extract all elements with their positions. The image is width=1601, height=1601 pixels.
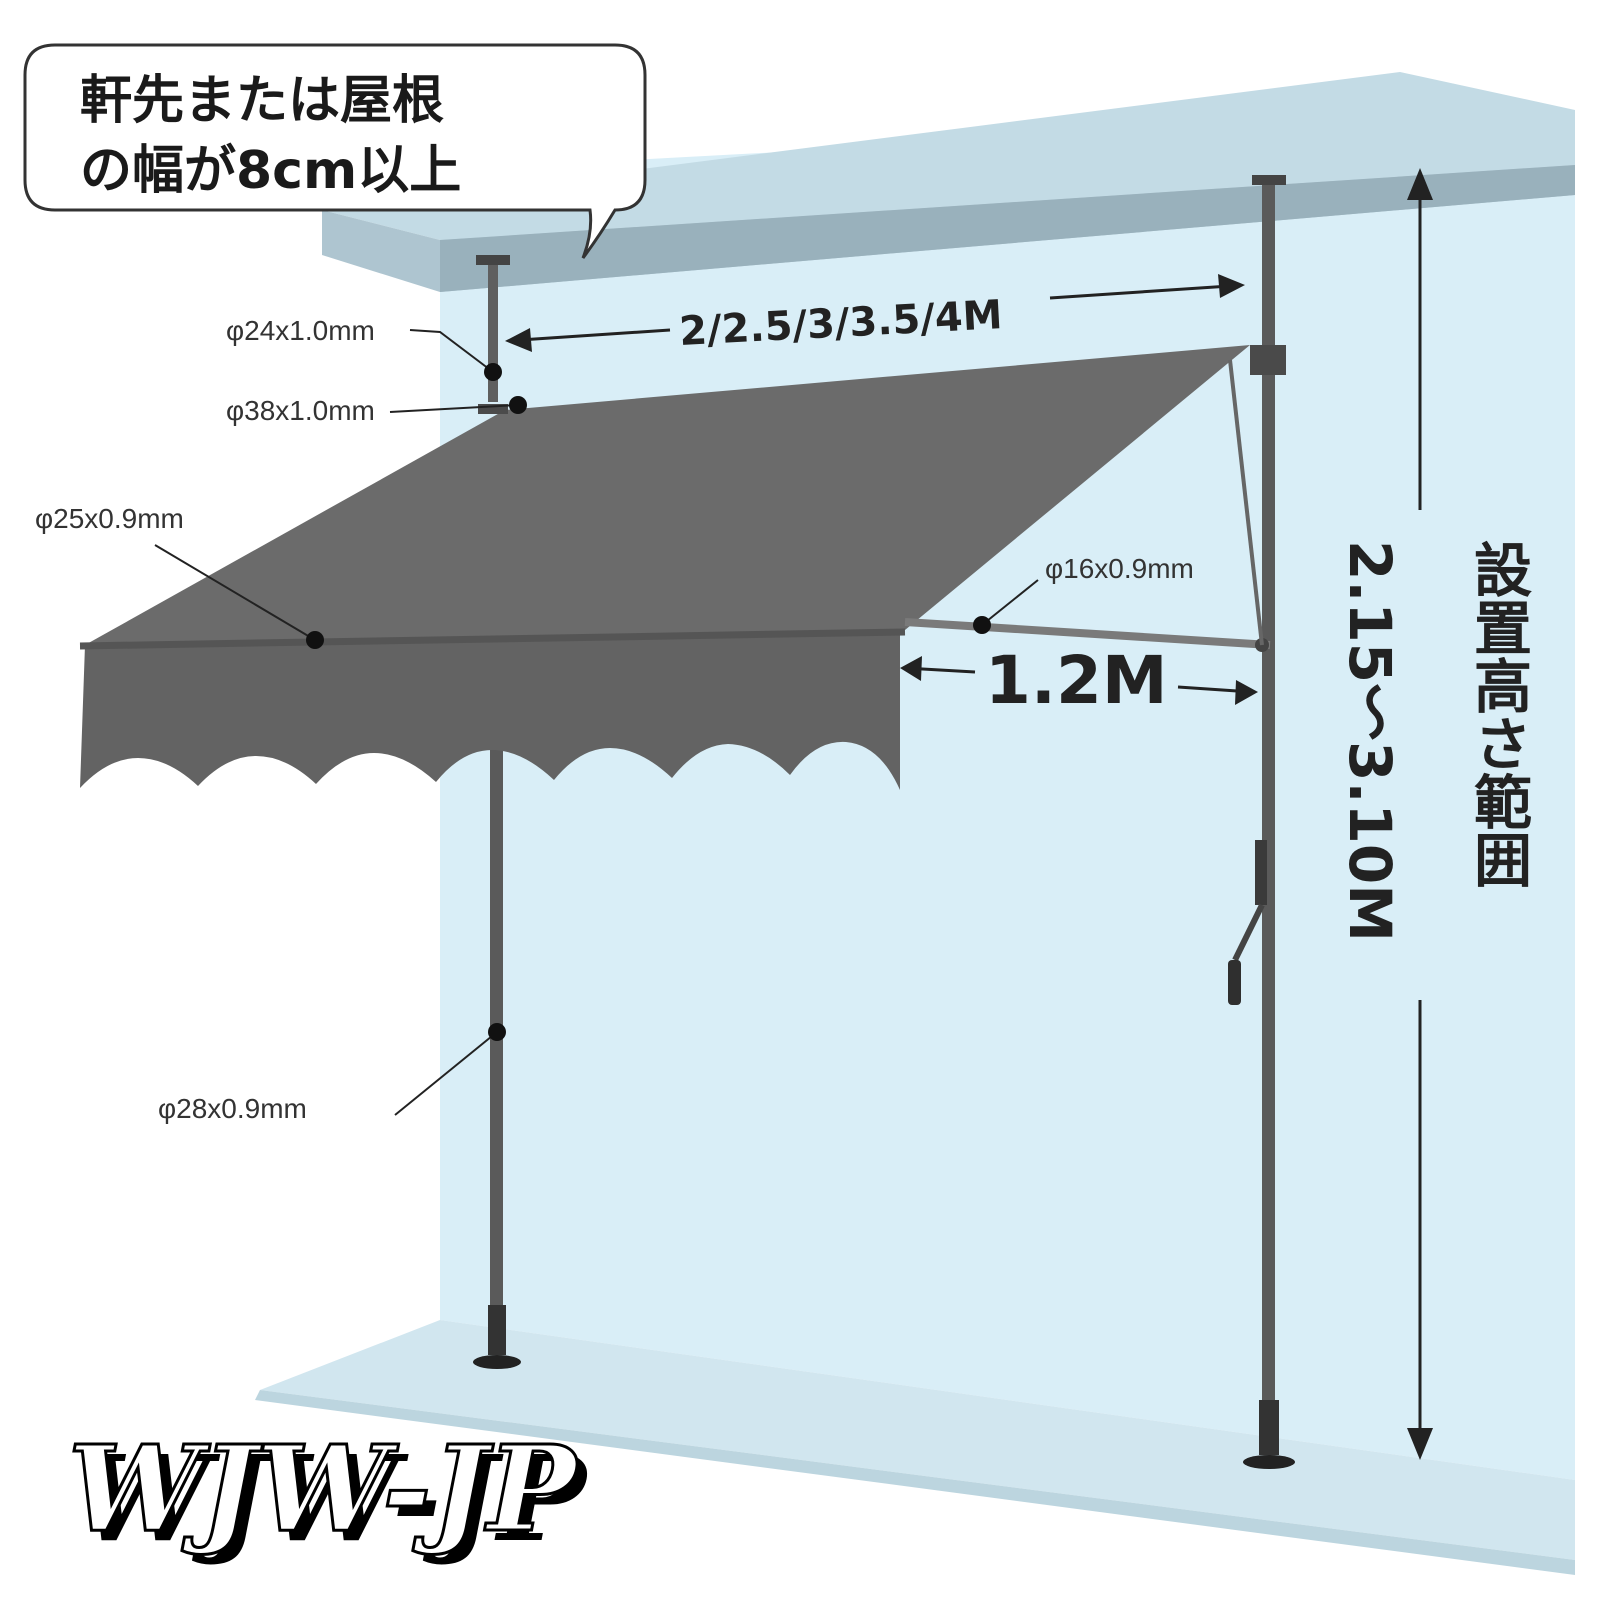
crank-handle bbox=[1232, 903, 1265, 962]
awning-top bbox=[85, 345, 1250, 645]
proj-arrowhead-left bbox=[900, 656, 922, 681]
right-foot-base bbox=[1243, 1455, 1295, 1469]
leader-arm bbox=[981, 579, 1039, 626]
ceiling-side bbox=[440, 165, 1575, 292]
width-arrowhead-left bbox=[505, 328, 532, 352]
right-foot bbox=[1259, 1400, 1279, 1455]
height-range-label: 2.15～3.10M bbox=[1336, 540, 1404, 942]
floor bbox=[260, 1320, 1575, 1560]
top-left-pole bbox=[488, 262, 498, 402]
right-pole bbox=[1262, 180, 1275, 1410]
floor-edge bbox=[255, 1390, 1575, 1575]
logo-text: WJW-JP bbox=[68, 1419, 579, 1558]
roller-tube bbox=[478, 404, 508, 414]
leaders bbox=[154, 329, 1039, 1116]
leader-lower-pole bbox=[394, 1031, 498, 1116]
proj-arrowhead-right bbox=[1235, 680, 1258, 705]
support-arm bbox=[904, 618, 1271, 649]
height-arrowhead-top bbox=[1407, 168, 1433, 200]
leader-roller bbox=[389, 404, 519, 413]
leader-front-bar bbox=[154, 544, 316, 641]
projection-label: 1.2M bbox=[985, 642, 1168, 719]
arm-upper bbox=[1228, 359, 1264, 646]
callout-line-1: 軒先または屋根 bbox=[80, 71, 444, 131]
callout-bubble: 軒先または屋根 の幅が8cm以上 bbox=[23, 43, 647, 259]
dot-front-bar bbox=[306, 631, 324, 649]
awning bbox=[79, 345, 1271, 790]
callout-line-2: の幅が8cm以上 bbox=[80, 141, 461, 201]
part-label-front-bar: φ25x0.9mm bbox=[35, 503, 184, 534]
dot-top-pole bbox=[484, 363, 502, 381]
top-left-cap bbox=[476, 255, 510, 265]
part-label-roller: φ38x1.0mm bbox=[226, 395, 375, 426]
width-arrowhead-right bbox=[1218, 274, 1245, 298]
left-foot-base bbox=[473, 1355, 521, 1369]
front-bar bbox=[79, 628, 906, 650]
leader-top-pole bbox=[409, 329, 494, 373]
back-wall bbox=[440, 110, 1575, 1480]
dot-lower-pole bbox=[488, 1023, 506, 1041]
height-arrowhead-bottom bbox=[1407, 1428, 1433, 1460]
part-label-arm: φ16x0.9mm bbox=[1045, 553, 1194, 584]
left-foot bbox=[488, 1305, 506, 1355]
dot-roller bbox=[509, 396, 527, 414]
leader-dots bbox=[306, 363, 991, 1041]
right-bracket bbox=[1250, 345, 1286, 375]
brand-logo: WJW-JP WJW-JP bbox=[67, 1418, 590, 1569]
part-label-lower-pole: φ28x0.9mm bbox=[158, 1093, 307, 1124]
width-arrow-right bbox=[1049, 284, 1231, 300]
callout-shape bbox=[23, 43, 647, 259]
width-arrow-left bbox=[519, 328, 671, 342]
crank-box bbox=[1255, 840, 1267, 905]
part-label-top-pole: φ24x1.0mm bbox=[226, 315, 375, 346]
awning-valance bbox=[80, 632, 900, 790]
dimension-arrows bbox=[505, 168, 1433, 1460]
poles bbox=[473, 175, 1295, 1469]
right-top-cap bbox=[1252, 175, 1286, 185]
logo-shadow: WJW-JP bbox=[78, 1429, 589, 1568]
height-title-label: 設置高さ範囲 bbox=[1464, 540, 1532, 888]
crank-grip bbox=[1228, 960, 1241, 1005]
dot-arm bbox=[973, 616, 991, 634]
